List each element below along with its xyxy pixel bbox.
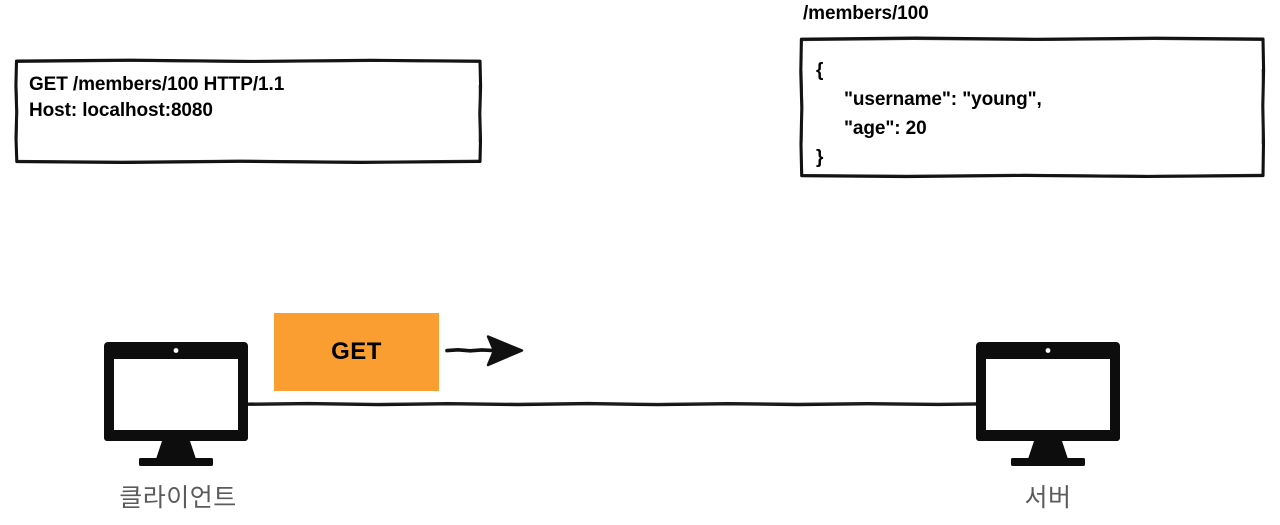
monitor-icon	[104, 342, 248, 466]
client-server-connection-line	[248, 401, 978, 407]
response-box-border	[799, 36, 1266, 179]
json-line-close: }	[816, 147, 824, 168]
request-line-method: GET /members/100 HTTP/1.1	[29, 74, 285, 95]
http-request-box: GET /members/100 HTTP/1.1 Host: localhos…	[14, 58, 483, 165]
get-badge-label: GET	[331, 338, 382, 365]
client-node-label: 클라이언트	[119, 484, 237, 512]
get-method-badge: GET	[274, 313, 439, 391]
response-box-content: { "username": "young", "age": 20 }	[800, 38, 1265, 177]
arrow-right-icon	[445, 335, 524, 367]
monitor-icon	[976, 342, 1120, 466]
json-line-open: {	[816, 60, 824, 81]
request-box-border	[14, 58, 483, 165]
json-line-age: "age": 20	[844, 118, 927, 139]
server-node-label: 서버	[1024, 484, 1072, 512]
response-resource-path: /members/100	[803, 3, 929, 24]
http-response-box: { "username": "young", "age": 20 }	[799, 36, 1266, 179]
get-badge-background	[274, 313, 439, 391]
request-box-content: GET /members/100 HTTP/1.1 Host: localhos…	[15, 60, 482, 163]
json-line-username: "username": "young",	[844, 89, 1042, 110]
request-line-host: Host: localhost:8080	[29, 100, 213, 121]
